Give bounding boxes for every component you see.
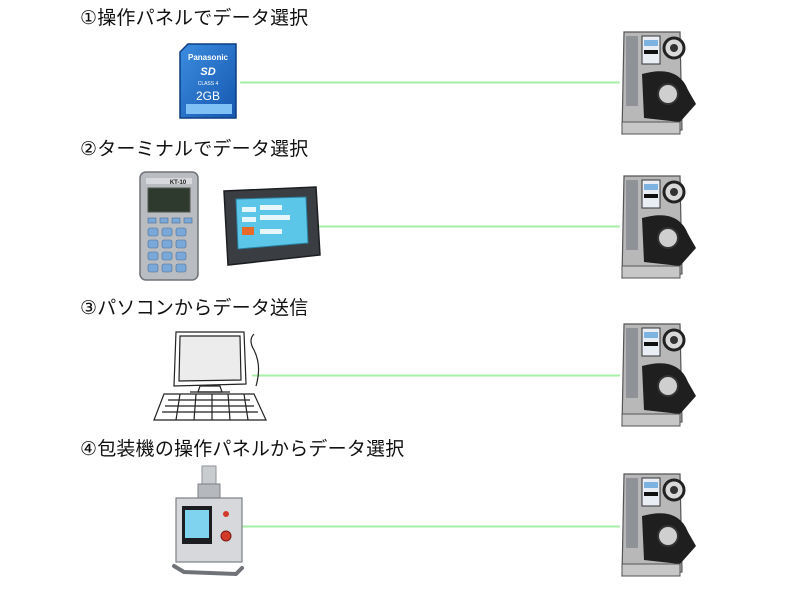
handheld-terminal-icon: KT-10 [139, 171, 199, 281]
row-4-title: ④包装機の操作パネルからデータ選択 [80, 438, 405, 460]
row-3-connection-line [252, 374, 620, 377]
row-3-title: ③パソコンからデータ送信 [80, 297, 309, 319]
row-1-title: ①操作パネルでデータ選択 [80, 7, 309, 29]
row-4-connection-line [242, 525, 620, 528]
touch-panel-terminal-icon [223, 186, 321, 266]
personal-computer-icon [153, 331, 267, 421]
labeler-device-icon [621, 323, 696, 427]
row-2-connection-line [318, 225, 620, 228]
sd-card-icon: Panasonic SD CLASS 4 2GB [179, 43, 237, 119]
labeler-device-icon [621, 175, 696, 279]
row-2-title: ②ターミナルでデータ選択 [80, 138, 309, 160]
sd-card-capacity: 2GB [196, 89, 220, 103]
sd-card-class: CLASS 4 [198, 81, 219, 87]
labeler-device-icon [621, 31, 696, 135]
sd-card-logo: SD [200, 66, 215, 78]
sd-card-brand: Panasonic [188, 53, 229, 62]
labeler-device-icon [621, 473, 696, 577]
row-1-connection-line [240, 81, 620, 84]
terminal-model-label: KT-10 [170, 180, 187, 186]
packaging-machine-control-box-icon [172, 465, 244, 577]
